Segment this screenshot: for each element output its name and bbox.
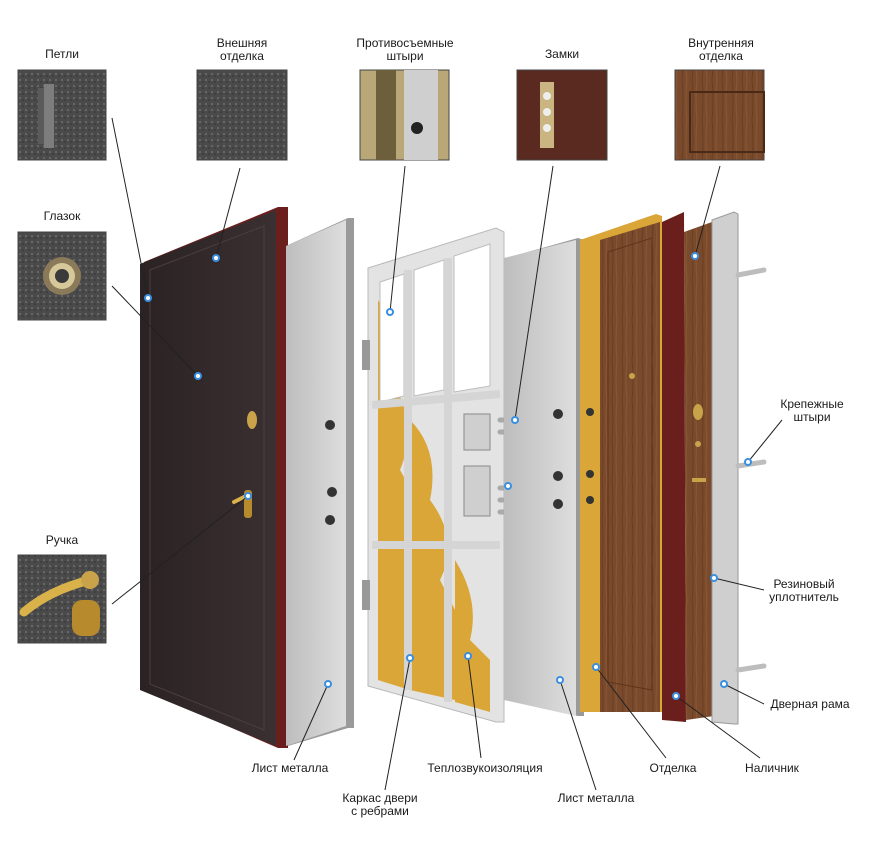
label-insulation: Теплозвукоизоляция — [414, 762, 556, 775]
label-door-frame-ribs-line2: с ребрами — [351, 804, 409, 818]
label-peephole: Глазок — [30, 210, 94, 223]
label-casing-text: Наличник — [745, 761, 799, 775]
metal-sheet-1 — [286, 218, 354, 746]
label-anti-removal-pins: Противосъемные штыри — [344, 37, 466, 63]
door-frame — [711, 211, 767, 725]
outer-finish-thumb — [196, 69, 288, 161]
metal-sheet-2 — [504, 238, 584, 716]
label-handle: Ручка — [30, 534, 94, 547]
label-outer-finish-line2: отделка — [220, 49, 264, 63]
label-rubber-seal-line2: уплотнитель — [769, 590, 839, 604]
label-mounting-pins: Крепежные штыри — [770, 398, 854, 424]
label-anti-removal-pins-line1: Противосъемные — [356, 36, 454, 50]
label-metal-sheet-1: Лист металла — [240, 762, 340, 775]
label-anti-removal-pins-line2: штыри — [386, 49, 424, 63]
label-finish: Отделка — [636, 762, 710, 775]
label-peephole-text: Глазок — [43, 209, 81, 223]
label-inner-finish-line2: отделка — [699, 49, 743, 63]
label-metal-sheet-2-text: Лист металла — [557, 791, 635, 805]
pins-thumb — [359, 69, 450, 161]
label-hinges: Петли — [32, 48, 92, 61]
label-rubber-seal-line1: Резиновый — [773, 577, 835, 591]
finish-panel — [580, 214, 662, 712]
peephole-thumb — [17, 231, 107, 321]
inner-finish-thumb — [674, 69, 765, 161]
leader-lines — [111, 117, 783, 791]
label-door-frame-ribs: Каркас двери с ребрами — [330, 792, 430, 818]
label-finish-text: Отделка — [649, 761, 697, 775]
locks-thumb — [516, 69, 608, 161]
label-metal-sheet-2: Лист металла — [546, 792, 646, 805]
label-mounting-pins-line2: штыри — [793, 410, 831, 424]
label-mounting-pins-line1: Крепежные — [780, 397, 844, 411]
label-inner-finish: Внутренняя отделка — [674, 37, 768, 63]
label-outer-finish: Внешняя отделка — [190, 37, 294, 63]
inner-leaf — [684, 222, 714, 720]
label-inner-finish-line1: Внутренняя — [688, 36, 754, 50]
label-casing: Наличник — [730, 762, 814, 775]
label-door-frame-text: Дверная рама — [770, 697, 850, 711]
markers — [144, 252, 752, 700]
label-metal-sheet-1-text: Лист металла — [251, 761, 329, 775]
label-hinges-text: Петли — [45, 47, 79, 61]
door-leaf — [140, 207, 288, 748]
label-handle-text: Ручка — [45, 533, 79, 547]
label-door-frame-ribs-line1: Каркас двери — [342, 791, 418, 805]
ribbed-frame — [362, 227, 519, 723]
label-outer-finish-line1: Внешняя — [216, 36, 268, 50]
label-insulation-text: Теплозвукоизоляция — [427, 761, 543, 775]
label-door-frame: Дверная рама — [760, 698, 860, 711]
label-rubber-seal: Резиновый уплотнитель — [762, 578, 846, 604]
hinge-thumb — [17, 69, 107, 161]
label-locks-text: Замки — [544, 47, 580, 61]
label-locks: Замки — [530, 48, 594, 61]
casing — [662, 212, 686, 722]
handle-thumb — [17, 554, 107, 644]
